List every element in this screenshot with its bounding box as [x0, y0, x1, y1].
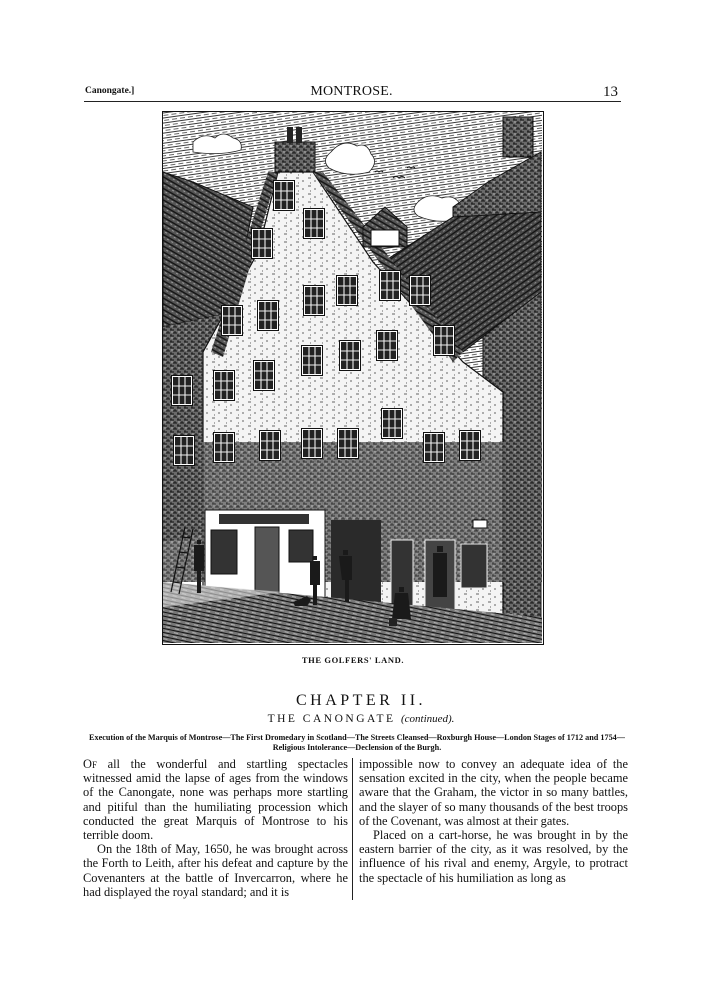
window-right-ground: [460, 543, 488, 589]
street-figures: [194, 540, 447, 619]
running-head-title: MONTROSE.: [310, 84, 393, 99]
paragraph: On the 18th of May, 1650, he was brought…: [83, 842, 348, 899]
body-column-right: impossible now to convey an adequate ide…: [359, 757, 628, 885]
bucket: [389, 618, 397, 626]
paragraph: impossible now to convey an adequate ide…: [359, 757, 628, 828]
column-rule: [352, 758, 353, 900]
chapter-synopsis: Execution of the Marquis of Montrose—The…: [89, 733, 625, 752]
engraving-drawing: [163, 112, 542, 643]
paragraph: Of all the wonderful and startling spect…: [83, 757, 348, 843]
running-head: Canongate.] MONTROSE. 13: [85, 84, 618, 100]
right-chimney: [502, 116, 534, 158]
chimney-pot: [287, 127, 293, 143]
page-number: 13: [603, 84, 618, 100]
street-sign: [472, 519, 488, 529]
chapter-subtitle-main: THE CANONGATE: [267, 713, 396, 725]
paragraph: Placed on a cart-horse, he was brought i…: [359, 828, 628, 885]
ladder: [170, 526, 194, 595]
illustration-golfers-land: [162, 111, 544, 645]
birds: [374, 166, 416, 179]
dog: [293, 596, 311, 606]
street: [163, 582, 542, 643]
gable-edge-right: [313, 172, 463, 362]
shop-door: [254, 526, 280, 600]
chapter-subtitle-note: (continued).: [400, 713, 455, 725]
clouds: [192, 133, 465, 222]
body-column-left: Of all the wonderful and startling spect…: [83, 757, 348, 899]
chapter-title: CHAPTER II.: [295, 692, 427, 709]
running-head-section: Canongate.]: [85, 86, 135, 96]
figure-caption: THE GOLFERS' LAND.: [301, 655, 405, 665]
chapter-subtitle: THE CANONGATE (continued).: [0, 713, 722, 725]
lead-word: Of: [83, 757, 97, 771]
chimney-pot: [296, 127, 302, 143]
central-chimney: [274, 141, 316, 173]
shop-sign: [219, 514, 309, 524]
shop-window: [210, 529, 238, 575]
header-rule: [84, 101, 621, 102]
shop-window-right: [288, 529, 314, 563]
dormer-window: [370, 229, 400, 247]
pavement: [163, 582, 283, 607]
